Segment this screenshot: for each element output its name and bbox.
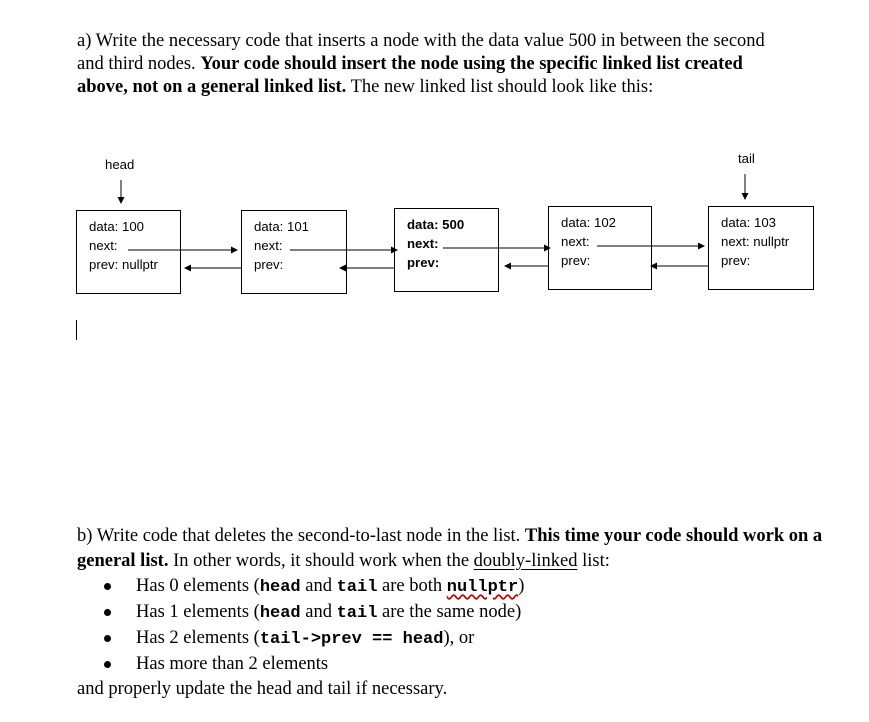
- bullet-text: Has 1 elements (: [136, 602, 260, 622]
- part-b-intro: b) Write code that deletes the second-to…: [77, 526, 521, 546]
- node-2: data: 101 next: prev:: [241, 210, 347, 294]
- head-label: head: [105, 157, 135, 172]
- node-2-next: next:: [254, 238, 283, 253]
- bullet-text: and: [300, 576, 337, 596]
- part-b-bold-instruction: This time your code should work on a gen…: [77, 526, 823, 571]
- bullet-text: ): [518, 576, 525, 596]
- part-b-after: list:: [582, 551, 610, 571]
- bullet-text: ), or: [443, 628, 475, 648]
- bullet-text: Has more than 2 elements: [136, 654, 329, 674]
- code-tail-prev-eq-head: tail->prev == head: [259, 630, 444, 649]
- node-1-next: next:: [89, 238, 118, 253]
- node-4: data: 103 next: nullptr prev:: [708, 206, 814, 290]
- node-1: data: 100 next: prev: nullptr: [76, 210, 181, 294]
- bullet-text: are the same node): [377, 602, 522, 622]
- node-3: data: 102 next: prev:: [548, 206, 652, 290]
- part-b-intro-paragraph: b) Write code that deletes the second-to…: [77, 524, 837, 574]
- list-item-one-element: Has 1 elements (head and tail are the sa…: [77, 600, 837, 626]
- node-new-prev: prev:: [407, 255, 440, 270]
- part-b-mid: In other words, it should work when the: [173, 551, 470, 571]
- list-item-zero-elements: Has 0 elements (head and tail are both n…: [77, 574, 837, 600]
- part-a-question: a) Write the necessary code that inserts…: [77, 30, 777, 99]
- node-new-data: data: 500: [407, 217, 465, 232]
- list-item-two-elements: Has 2 elements (tail->prev == head), or: [77, 626, 837, 652]
- code-head: head: [259, 604, 301, 623]
- code-tail: tail: [336, 578, 378, 597]
- node-new: data: 500 next: prev:: [394, 208, 499, 292]
- node-3-data: data: 102: [561, 215, 616, 230]
- part-a-bold-instruction: Your code should insert the node using t…: [77, 54, 743, 97]
- part-b-closing: and properly update the head and tail if…: [77, 679, 448, 699]
- bullet-text: Has 0 elements (: [136, 576, 260, 596]
- node-1-prev: prev: nullptr: [89, 257, 158, 272]
- element-case-list: Has 0 elements (head and tail are both n…: [77, 574, 837, 677]
- code-tail: tail: [336, 604, 378, 623]
- node-3-prev: prev:: [561, 253, 591, 268]
- part-b-question: b) Write code that deletes the second-to…: [77, 524, 837, 702]
- node-3-next: next:: [561, 234, 590, 249]
- part-a-intro: a) Write the necessary code that inserts…: [77, 31, 765, 74]
- node-2-prev: prev:: [254, 257, 284, 272]
- code-nullptr: nullptr: [446, 578, 519, 597]
- node-4-prev: prev:: [721, 253, 751, 268]
- node-4-data: data: 103: [721, 215, 776, 230]
- doubly-linked-term: doubly-linked: [473, 551, 578, 571]
- bullet-text: and: [300, 602, 337, 622]
- bullet-text: Has 2 elements (: [136, 628, 260, 648]
- text-cursor: [76, 320, 77, 340]
- node-4-next: next: nullptr: [721, 234, 790, 249]
- part-a-outro: The new linked list should look like thi…: [350, 77, 654, 97]
- node-1-data: data: 100: [89, 219, 144, 234]
- list-item-more-elements: Has more than 2 elements: [77, 652, 837, 677]
- node-2-data: data: 101: [254, 219, 309, 234]
- node-new-next: next:: [407, 236, 439, 251]
- code-head: head: [259, 578, 301, 597]
- tail-label: tail: [738, 151, 755, 166]
- bullet-text: are both: [377, 576, 447, 596]
